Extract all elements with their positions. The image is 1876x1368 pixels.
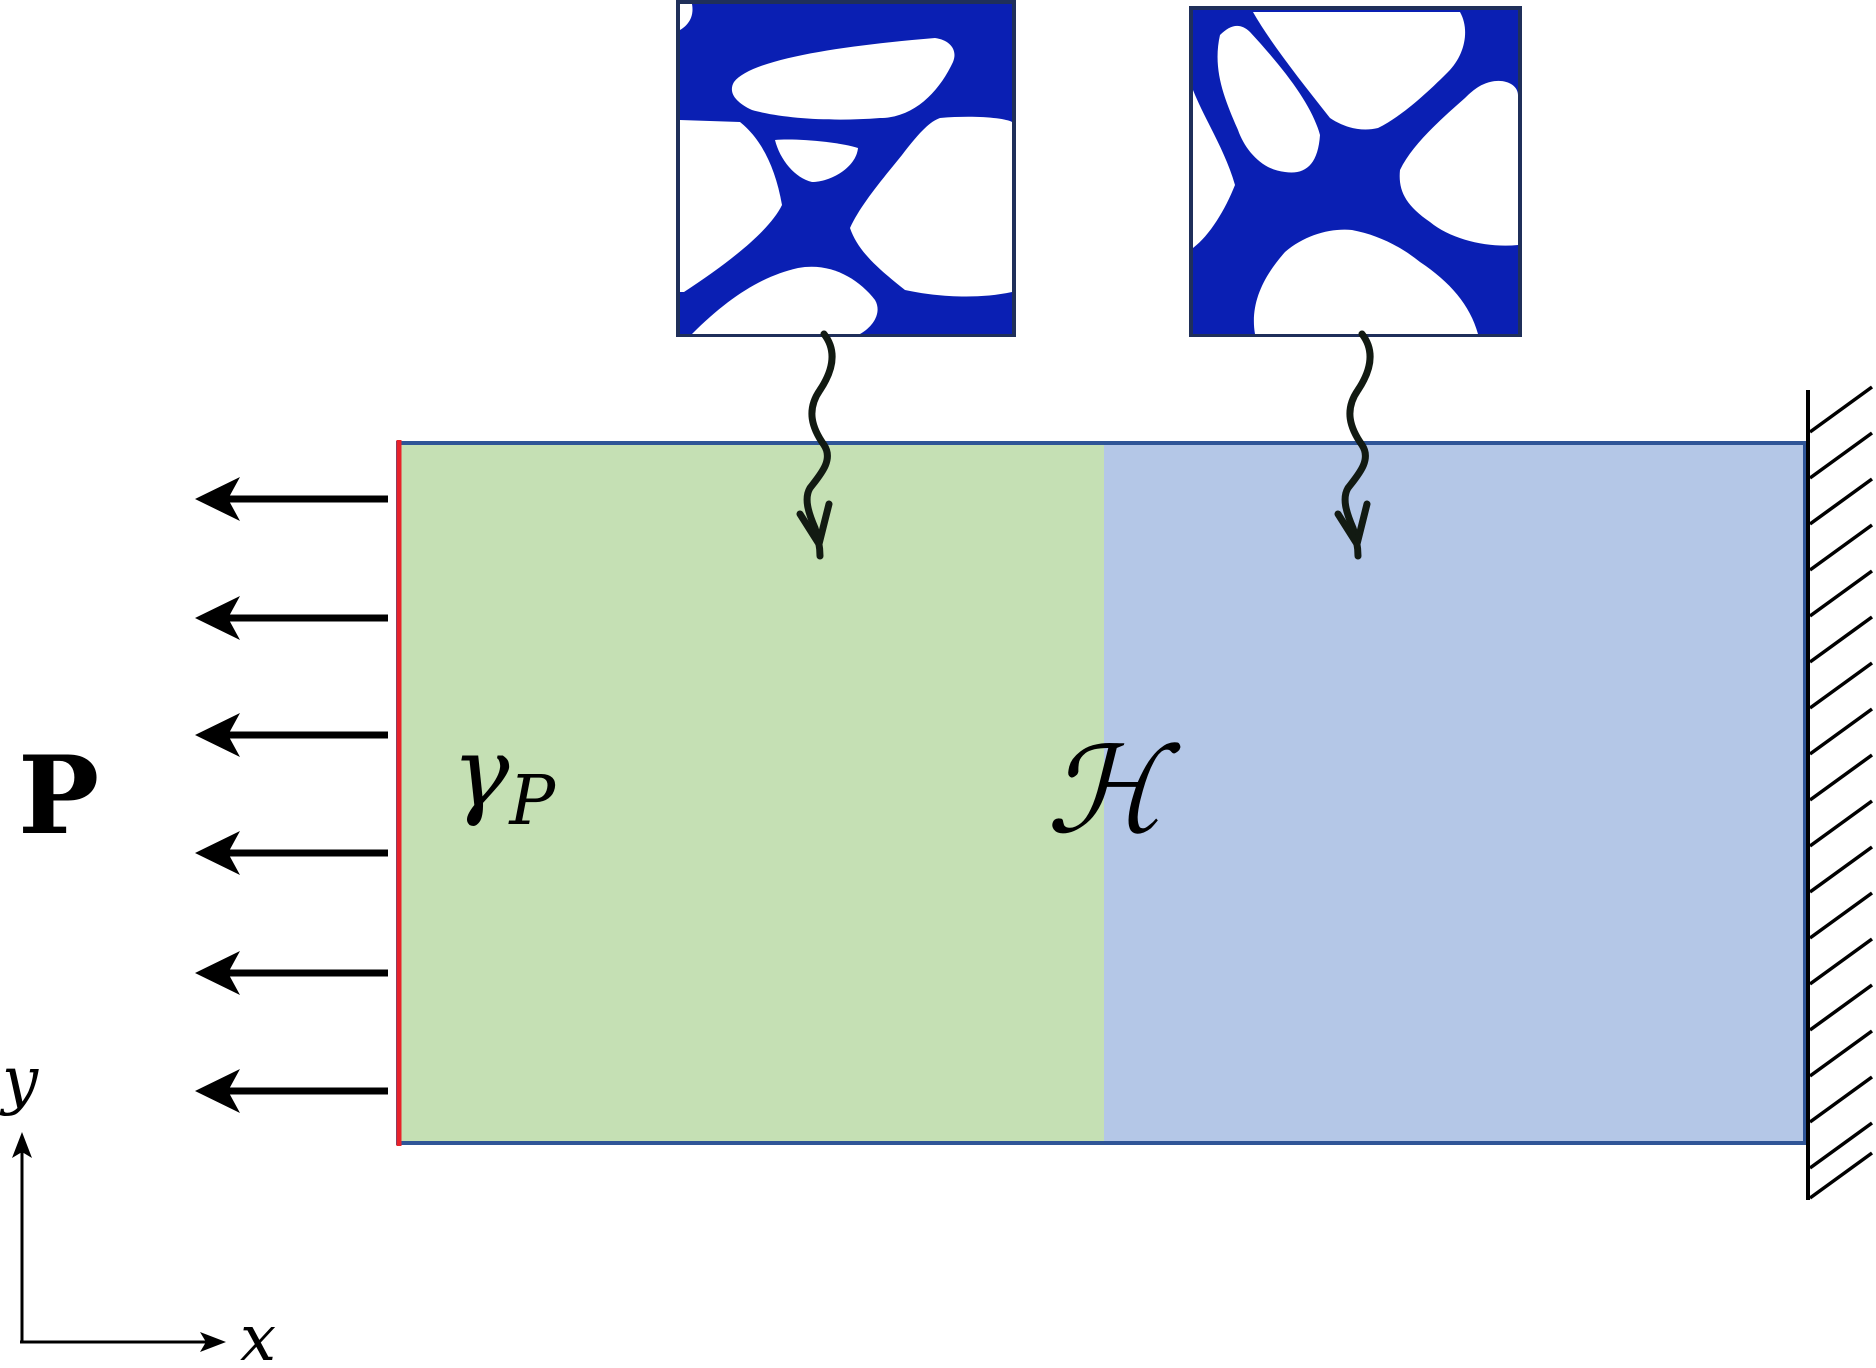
wavy-pointer-icon [796,330,836,560]
load-arrow-icon [195,713,388,757]
load-arrows [195,477,388,1113]
microstructure-right [1189,6,1522,337]
load-arrow-icon [195,951,388,995]
boundary-subscript: P [507,762,556,841]
domain-label: ℋ [1046,722,1181,861]
microstructure-left [676,0,1016,337]
load-arrow-icon [195,1069,388,1113]
boundary-symbol: γ [452,717,510,829]
axis-y-label: y [0,1044,39,1118]
load-label: P [18,733,99,859]
boundary-label: γP [452,717,556,841]
load-arrow-icon [195,596,388,640]
load-arrow-icon [195,831,388,875]
coordinate-axes [12,1132,226,1352]
left-region [398,443,1104,1143]
wavy-pointer-icon [1334,330,1374,560]
fixed-support-hatch-icon [1806,385,1874,1200]
load-arrow-icon [195,477,388,521]
right-region [1104,443,1805,1143]
axis-x-label: x [240,1302,276,1363]
